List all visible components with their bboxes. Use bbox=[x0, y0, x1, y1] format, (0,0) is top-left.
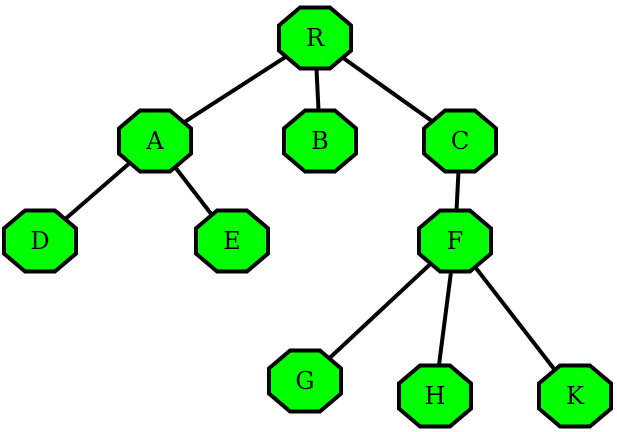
node-shape-k bbox=[537, 363, 613, 429]
node-shape-f bbox=[417, 208, 493, 274]
node-label-k: K bbox=[566, 382, 585, 410]
node-r: R bbox=[277, 5, 353, 71]
node-shape-g bbox=[267, 348, 343, 414]
node-shape-a bbox=[117, 108, 193, 174]
node-b: B bbox=[282, 108, 358, 174]
node-label-h: H bbox=[425, 382, 446, 410]
node-shape-h bbox=[397, 363, 473, 429]
node-label-d: D bbox=[30, 227, 49, 255]
node-a: A bbox=[117, 108, 193, 174]
node-shape-c bbox=[422, 108, 498, 174]
node-c: C bbox=[422, 108, 498, 174]
node-label-e: E bbox=[223, 227, 241, 255]
node-label-c: C bbox=[451, 127, 469, 155]
node-shape-e bbox=[194, 208, 270, 274]
node-d: D bbox=[2, 208, 78, 274]
node-shape-r bbox=[277, 5, 353, 71]
node-k: K bbox=[537, 363, 613, 429]
node-label-a: A bbox=[145, 127, 164, 155]
nodes-layer: R A B C D E F G H K bbox=[2, 5, 613, 429]
node-label-r: R bbox=[306, 24, 325, 52]
edges-layer bbox=[38, 36, 577, 398]
node-shape-b bbox=[282, 108, 358, 174]
node-label-b: B bbox=[311, 127, 329, 155]
node-shape-d bbox=[2, 208, 78, 274]
node-label-g: G bbox=[295, 367, 314, 395]
node-e: E bbox=[194, 208, 270, 274]
node-label-f: F bbox=[447, 227, 464, 255]
node-g: G bbox=[267, 348, 343, 414]
node-h: H bbox=[397, 363, 473, 429]
node-f: F bbox=[417, 208, 493, 274]
